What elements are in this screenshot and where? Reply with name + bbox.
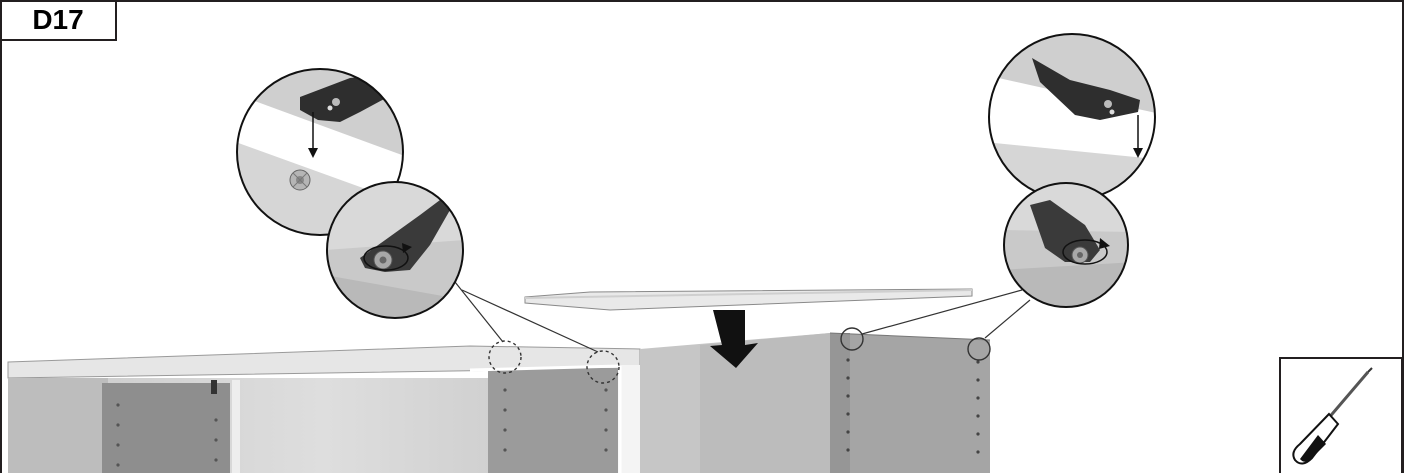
- cabinet-right: [640, 333, 990, 473]
- top-panel: [525, 289, 972, 310]
- step-label: D17: [0, 0, 116, 40]
- inner-side-panel: [102, 383, 230, 473]
- callout-left: [230, 60, 465, 320]
- tool-box: [1280, 358, 1402, 473]
- center-divider: [488, 368, 620, 473]
- callout-right: [985, 30, 1165, 310]
- cabinet-left: [8, 346, 640, 473]
